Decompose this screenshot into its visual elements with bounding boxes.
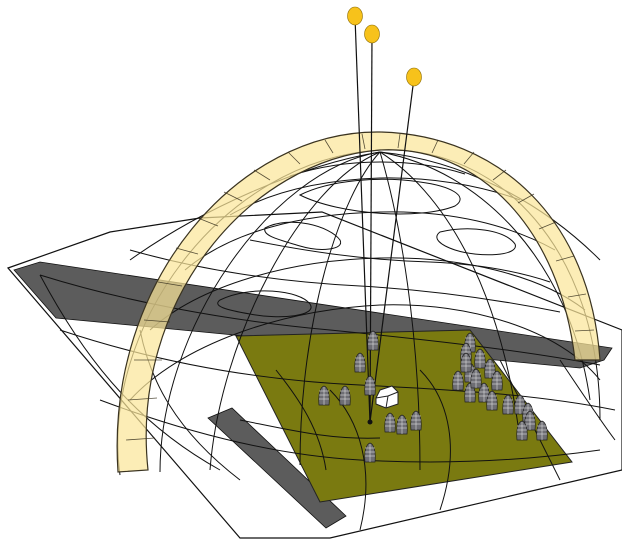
person-figure (516, 420, 528, 441)
sun-marker (406, 67, 422, 87)
person-figure (396, 414, 408, 435)
figures-group (318, 330, 548, 463)
person-figure (339, 385, 351, 406)
person-figure (502, 394, 514, 415)
person-figure (384, 412, 396, 433)
road-strip-front (207, 407, 347, 529)
person-figure (364, 375, 376, 396)
person-figure (491, 370, 503, 391)
person-figure (460, 352, 472, 373)
building (375, 385, 399, 409)
person-figure (486, 390, 498, 411)
person-figure (484, 358, 496, 379)
sun-marker (347, 6, 363, 26)
sun-markers (347, 6, 422, 87)
sun-path-band (116, 131, 601, 473)
person-figure (452, 370, 464, 391)
person-figure (364, 442, 376, 463)
person-figure (410, 410, 422, 431)
observer-point (367, 419, 373, 425)
person-figure (354, 352, 366, 373)
sun-rays (354, 16, 415, 423)
person-figure (318, 385, 330, 406)
sun-marker (364, 24, 380, 44)
person-figure (474, 348, 486, 369)
person-figure (524, 410, 536, 431)
person-figure (367, 330, 379, 351)
person-figure (470, 368, 482, 389)
person-figure (536, 420, 548, 441)
